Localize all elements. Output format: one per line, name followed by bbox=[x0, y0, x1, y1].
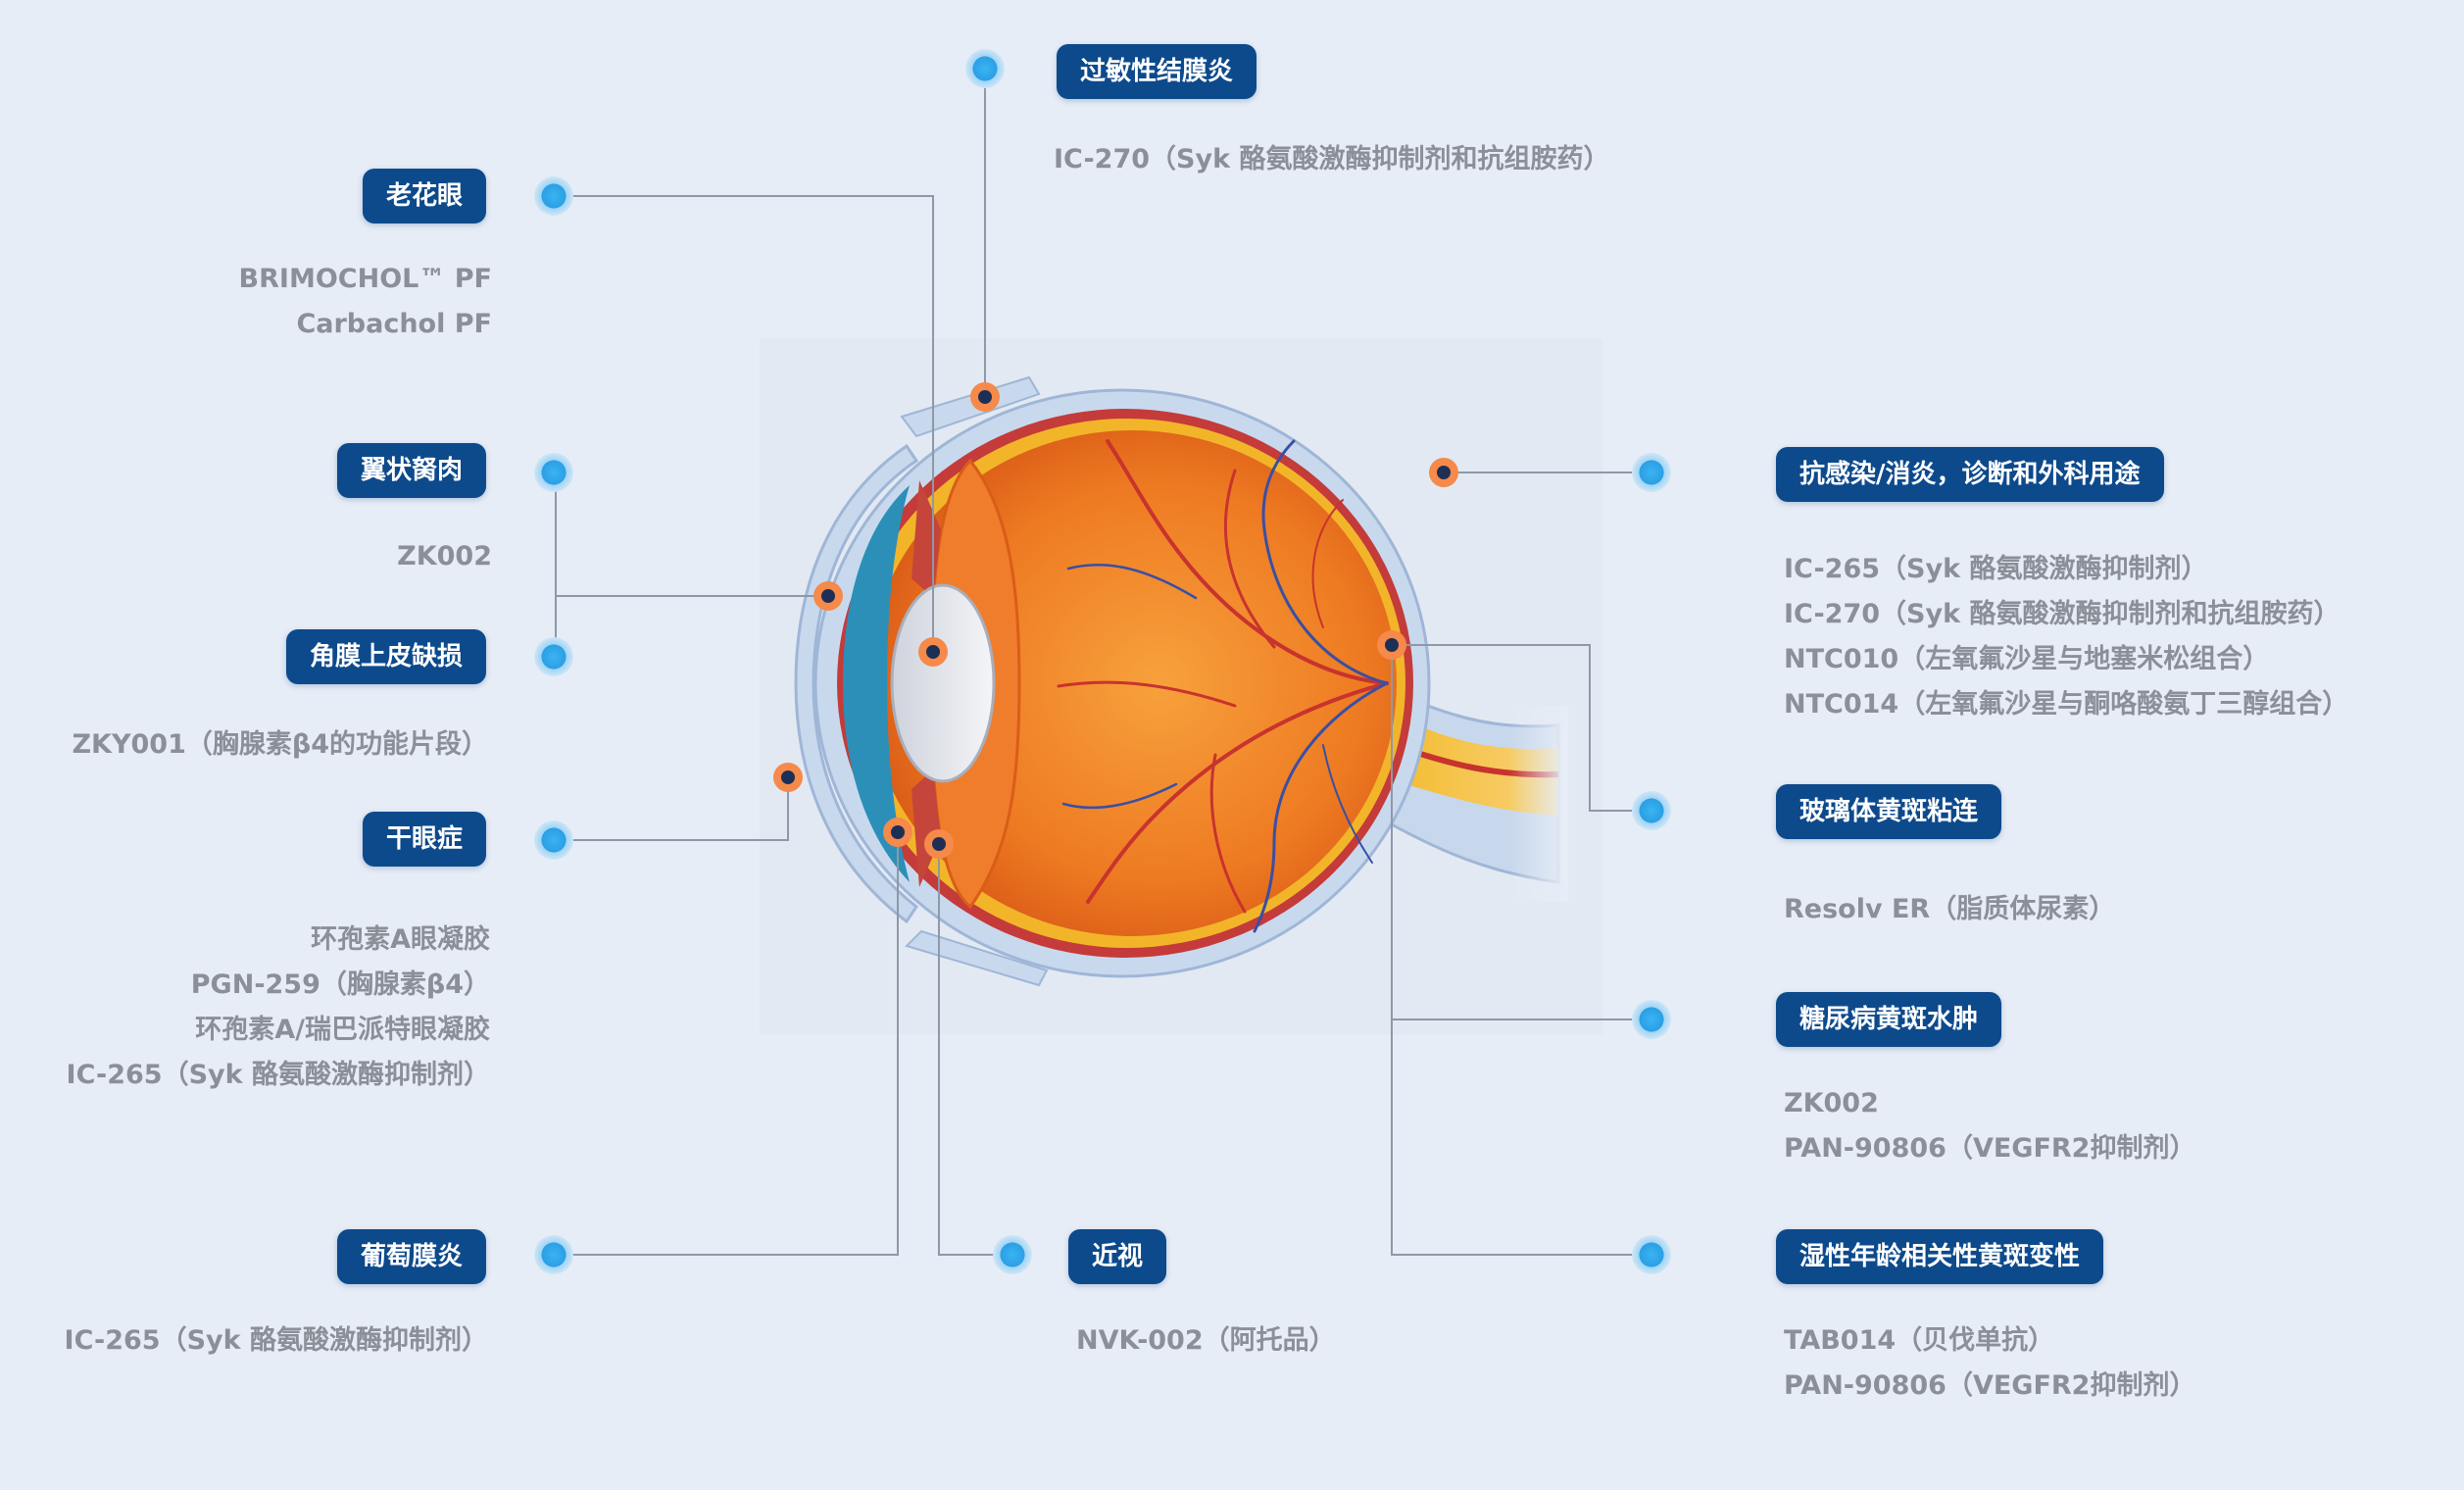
desc-wet-amd: TAB014（贝伐单抗） PAN-90806（VEGFR2抑制剂） bbox=[1784, 1318, 2195, 1409]
node-pterygium bbox=[534, 453, 573, 492]
line-dry-eye bbox=[554, 777, 789, 841]
line-presbyopia bbox=[554, 195, 934, 652]
product-item: NTC014（左氧氟沙星与酮咯酸氨丁三醇组合） bbox=[1784, 689, 2349, 720]
product-item: IC-265（Syk 酪氨酸激酶抑制剂） bbox=[64, 1325, 488, 1356]
desc-presbyopia: BRIMOCHOL™ PF Carbachol PF bbox=[239, 257, 492, 347]
anatomy-pins bbox=[773, 382, 1458, 859]
pin-sclera bbox=[1429, 458, 1458, 487]
tag-uveitis: 葡萄膜炎 bbox=[336, 1229, 486, 1284]
node-dme bbox=[1632, 1000, 1671, 1039]
pin-retina bbox=[1377, 630, 1406, 660]
product-item: IC-265（Syk 酪氨酸激酶抑制剂） bbox=[66, 1060, 490, 1090]
desc-pterygium: ZK002 bbox=[397, 534, 492, 579]
pin-lens bbox=[918, 637, 948, 667]
product-item: TAB014（贝伐单抗） bbox=[1784, 1325, 2055, 1356]
pin-cornea bbox=[813, 581, 843, 611]
product-item: PGN-259（胸腺素β4） bbox=[190, 969, 490, 1000]
node-dry-eye bbox=[534, 820, 573, 860]
product-item: NTC010（左氧氟沙星与地塞米松组合） bbox=[1784, 644, 2270, 674]
product-item: BRIMOCHOL™ PF bbox=[238, 264, 492, 294]
product-item: IC-270（Syk 酪氨酸激酶抑制剂和抗组胺药） bbox=[1054, 144, 1610, 174]
line-retina-right bbox=[1391, 645, 1651, 1256]
node-uveitis bbox=[534, 1235, 573, 1274]
node-anti-infection bbox=[1632, 453, 1671, 492]
iris-bottom bbox=[912, 770, 941, 887]
line-uveitis bbox=[554, 832, 899, 1256]
retinal-vessels bbox=[1057, 439, 1389, 933]
connector-lines bbox=[554, 69, 1651, 1256]
tag-myopia: 近视 bbox=[1068, 1229, 1167, 1284]
product-item: IC-265（Syk 酪氨酸激酶抑制剂） bbox=[1784, 554, 2208, 584]
nerve-fade bbox=[1509, 706, 1568, 902]
label-nodes bbox=[534, 49, 1671, 1274]
node-corneal bbox=[534, 637, 573, 676]
desc-dry-eye: 环孢素A眼凝胶 PGN-259（胸腺素β4） 环孢素A/瑞巴派特眼凝胶 IC-2… bbox=[67, 918, 490, 1098]
tag-corneal-epithelial-defect: 角膜上皮缺损 bbox=[285, 629, 486, 684]
tag-dry-eye: 干眼症 bbox=[362, 812, 486, 867]
pin-uvea bbox=[883, 818, 912, 847]
desc-uveitis: IC-265（Syk 酪氨酸激酶抑制剂） bbox=[65, 1318, 488, 1364]
tag-wet-amd: 湿性年龄相关性黄斑变性 bbox=[1776, 1229, 2104, 1284]
product-item: ZK002 bbox=[1784, 1088, 1879, 1118]
product-item: PAN-90806（VEGFR2抑制剂） bbox=[1784, 1370, 2196, 1401]
line-myopia bbox=[938, 844, 1012, 1256]
node-allergic bbox=[965, 49, 1005, 88]
node-presbyopia bbox=[534, 176, 573, 216]
desc-myopia: NVK-002（阿托品） bbox=[1076, 1318, 1336, 1364]
product-item: Carbachol PF bbox=[296, 309, 492, 339]
tag-allergic-conjunctivitis: 过敏性结膜炎 bbox=[1057, 44, 1257, 99]
pin-ciliary bbox=[924, 829, 954, 859]
node-wet-amd bbox=[1632, 1235, 1671, 1274]
product-item: Resolv ER（脂质体尿素） bbox=[1784, 894, 2116, 924]
product-item: NVK-002（阿托品） bbox=[1076, 1325, 1336, 1356]
anterior-chamber bbox=[843, 485, 910, 882]
product-item: IC-270（Syk 酪氨酸激酶抑制剂和抗组胺药） bbox=[1784, 599, 2341, 629]
product-item: ZKY001（胸腺素β4的功能片段） bbox=[72, 729, 488, 760]
line-pterygium-cornea bbox=[555, 472, 828, 657]
product-item: 环孢素A眼凝胶 bbox=[311, 924, 490, 955]
product-item: PAN-90806（VEGFR2抑制剂） bbox=[1784, 1133, 2196, 1164]
desc-diabetic-macular-edema: ZK002 PAN-90806（VEGFR2抑制剂） bbox=[1784, 1081, 2195, 1171]
desc-corneal-epithelial-defect: ZKY001（胸腺素β4的功能片段） bbox=[72, 722, 488, 768]
cornea bbox=[794, 443, 919, 924]
lens bbox=[890, 583, 996, 783]
node-myopia bbox=[993, 1235, 1032, 1274]
tag-diabetic-macular-edema: 糖尿病黄斑水肿 bbox=[1776, 992, 2002, 1047]
tag-pterygium: 翼状胬肉 bbox=[336, 443, 486, 498]
line-vitreomacular bbox=[1392, 644, 1651, 812]
desc-allergic-conjunctivitis: IC-270（Syk 酪氨酸激酶抑制剂和抗组胺药） bbox=[1054, 137, 1609, 182]
product-item: ZK002 bbox=[397, 541, 492, 571]
desc-anti-infection: IC-265（Syk 酪氨酸激酶抑制剂） IC-270（Syk 酪氨酸激酶抑制剂… bbox=[1784, 547, 2348, 727]
tag-vitreomacular-adhesion: 玻璃体黄斑粘连 bbox=[1776, 784, 2002, 839]
desc-vitreomacular-adhesion: Resolv ER（脂质体尿素） bbox=[1784, 887, 2115, 932]
tag-anti-infection: 抗感染/消炎，诊断和外科用途 bbox=[1776, 447, 2164, 502]
pin-tearfilm bbox=[773, 763, 803, 792]
node-vitreomacular bbox=[1632, 791, 1671, 830]
tag-presbyopia: 老花眼 bbox=[362, 169, 486, 224]
pin-allergic bbox=[970, 382, 1000, 412]
eyelid-lower bbox=[905, 929, 1049, 987]
product-item: 环孢素A/瑞巴派特眼凝胶 bbox=[195, 1015, 490, 1045]
